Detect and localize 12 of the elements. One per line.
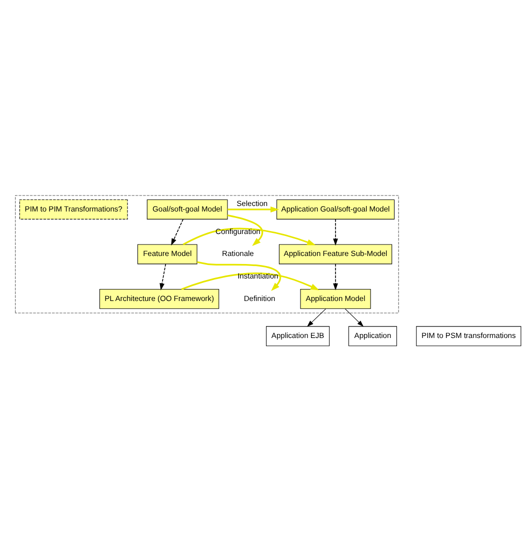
cluster: [15, 195, 399, 314]
arrow: [160, 264, 166, 290]
arrow: [171, 218, 184, 246]
arrow: [181, 272, 320, 290]
arrow: [182, 228, 316, 246]
arrow: [333, 218, 338, 246]
arrow: [307, 308, 326, 327]
arrow: [344, 308, 364, 327]
arrow: [333, 264, 338, 290]
arrow: [228, 206, 280, 212]
arrow: [197, 261, 282, 291]
arrow: [227, 214, 264, 246]
